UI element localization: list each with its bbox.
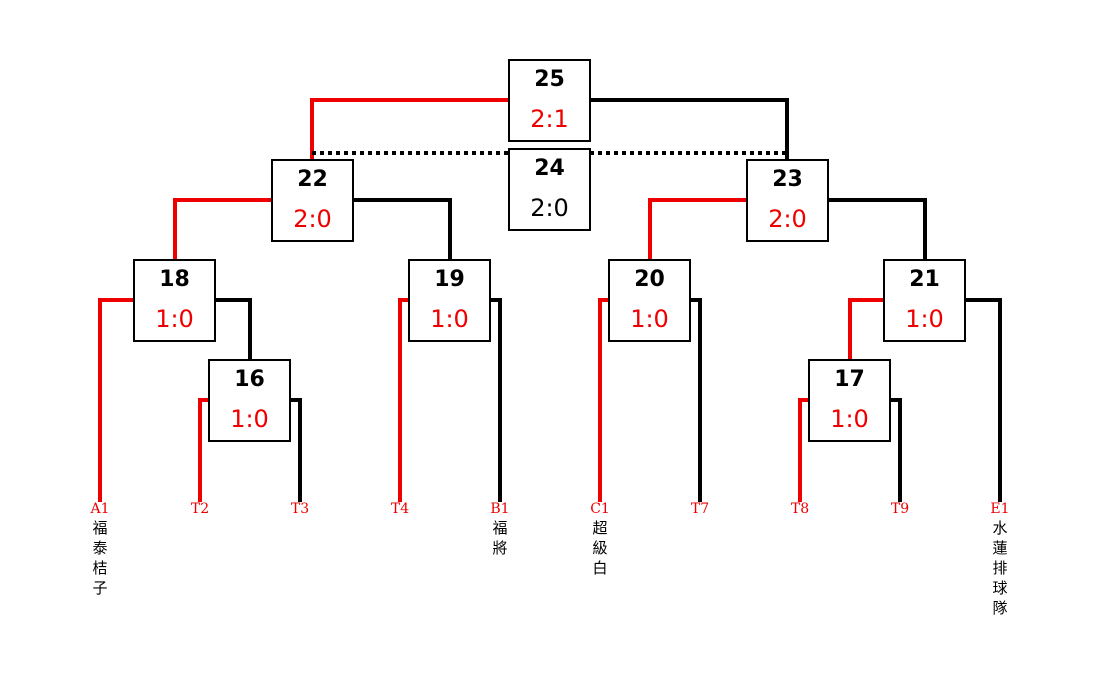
match-23: 23 2:0: [746, 159, 829, 242]
team-code: T8: [790, 501, 810, 517]
match-score: 2:0: [768, 205, 807, 233]
line-19-to-22: [351, 198, 452, 261]
team-code: B1: [490, 501, 510, 517]
match-score: 1:0: [155, 305, 194, 333]
match-number: 22: [297, 167, 328, 192]
line-t3-to-16: [289, 398, 302, 502]
match-score: 1:0: [630, 305, 669, 333]
line-a1-to-18: [98, 298, 136, 502]
match-score: 2:0: [293, 205, 332, 233]
line-t4-to-19: [398, 298, 411, 502]
team-code: T7: [690, 501, 710, 517]
line-b1-to-19: [489, 298, 502, 502]
match-number: 25: [534, 67, 565, 92]
match-18: 18 1:0: [133, 259, 216, 342]
match-number: 18: [159, 267, 190, 292]
team-name: 水蓮排球隊: [992, 519, 1008, 617]
line-t8-to-17: [798, 398, 811, 502]
match-17: 17 1:0: [808, 359, 891, 442]
match-21: 21 1:0: [883, 259, 966, 342]
team-c1: C1 超級白: [580, 500, 620, 578]
line-c1-to-20: [598, 298, 611, 502]
match-score: 1:0: [905, 305, 944, 333]
team-b1: B1 福將: [480, 500, 520, 558]
match-number: 16: [234, 367, 265, 392]
team-code: T4: [390, 501, 410, 517]
match-number: 17: [834, 367, 865, 392]
team-code: T9: [890, 501, 910, 517]
team-name: 福泰桔子: [92, 519, 108, 597]
team-code: C1: [590, 501, 610, 517]
team-code: T2: [190, 501, 210, 517]
line-20-to-23: [648, 198, 749, 261]
team-t4: T4: [380, 500, 420, 518]
team-code: A1: [90, 501, 110, 517]
match-19: 19 1:0: [408, 259, 491, 342]
match-score: 1:0: [430, 305, 469, 333]
team-name: 超級白: [592, 519, 608, 577]
line-22-to-25: [310, 98, 510, 161]
line-16-to-18: [214, 298, 252, 361]
match-number: 23: [772, 167, 803, 192]
team-t7: T7: [680, 500, 720, 518]
team-code: T3: [290, 501, 310, 517]
line-t7-to-20: [689, 298, 702, 502]
team-t3: T3: [280, 500, 320, 518]
team-e1: E1 水蓮排球隊: [980, 500, 1020, 618]
match-16: 16 1:0: [208, 359, 291, 442]
match-score: 1:0: [830, 405, 869, 433]
line-21-to-23: [827, 198, 927, 261]
match-24: 24 2:0: [508, 148, 591, 231]
match-score: 2:1: [530, 105, 569, 133]
line-18-to-22: [173, 198, 273, 261]
team-name: 福將: [492, 519, 508, 557]
match-22: 22 2:0: [271, 159, 354, 242]
match-number: 19: [434, 267, 465, 292]
team-code: E1: [990, 501, 1010, 517]
line-e1-to-21: [964, 298, 1002, 502]
match-score: 1:0: [230, 405, 269, 433]
team-t8: T8: [780, 500, 820, 518]
match-25: 25 2:1: [508, 59, 591, 142]
line-t9-to-17: [889, 398, 902, 502]
team-t9: T9: [880, 500, 920, 518]
line-17-to-21: [848, 298, 886, 361]
match-20: 20 1:0: [608, 259, 691, 342]
match-number: 21: [909, 267, 940, 292]
team-t2: T2: [180, 500, 220, 518]
line-t2-to-16: [198, 398, 211, 502]
match-number: 24: [534, 156, 565, 181]
line-23-to-25: [588, 98, 789, 161]
match-score: 2:0: [530, 194, 569, 222]
team-a1: A1 福泰桔子: [80, 500, 120, 598]
match-number: 20: [634, 267, 665, 292]
